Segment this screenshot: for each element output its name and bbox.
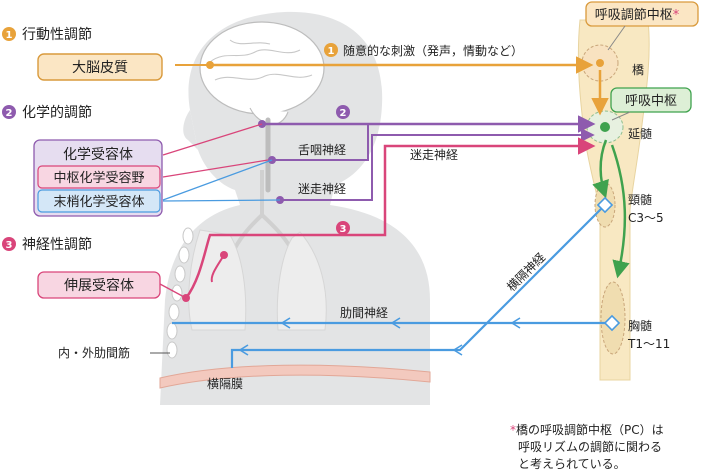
svg-text:1: 1 — [328, 46, 335, 57]
footnote-line-1: 橋の呼吸調節中枢（PC）は — [516, 422, 664, 437]
pneumotaxic-center-label: 呼吸調節中枢 — [595, 8, 673, 23]
medulla-label: 延髄 — [628, 126, 652, 141]
section-title: 行動性調節 — [22, 26, 92, 43]
svg-text:呼吸調節中枢*: 呼吸調節中枢* — [595, 8, 680, 23]
chemoreceptor-group: 化学受容体 中枢化学受容野 末梢化学受容体 — [33, 139, 163, 217]
svg-text:2: 2 — [340, 108, 347, 119]
phrenic-nerve-label: 横隔神経 — [504, 250, 548, 294]
section-neural: 3 神経性調節 — [2, 236, 92, 253]
vagus-nerve-upper-label: 迷走神経 — [410, 148, 458, 162]
neural-number-badge: 3 — [336, 221, 350, 235]
footnote-mark: * — [510, 423, 516, 437]
glossopharyngeal-nerve-label: 舌咽神経 — [298, 143, 346, 157]
svg-text:呼吸中枢: 呼吸中枢 — [625, 94, 677, 109]
stretch-receptor-box: 伸展受容体 — [37, 271, 161, 299]
chemoreceptor-label: 化学受容体 — [63, 146, 133, 163]
section-title: 神経性調節 — [22, 236, 92, 253]
cervical-segment-label: C3〜5 — [628, 211, 664, 225]
footnote: *橋の呼吸調節中枢（PC）は 呼吸リズムの調節に関わる と考えられている。 — [510, 422, 664, 471]
section-chemical: 2 化学的調節 — [2, 104, 92, 121]
diaphragm-label: 横隔膜 — [207, 377, 243, 391]
svg-text:*橋の呼吸調節中枢（PC）は: *橋の呼吸調節中枢（PC）は — [510, 422, 664, 437]
section-number: 1 — [6, 30, 13, 41]
cerebral-cortex-box: 大脳皮質 — [37, 53, 163, 81]
svg-text:3: 3 — [340, 224, 347, 235]
behavioral-pathway — [175, 56, 609, 116]
intercostal-muscles-label: 内・外肋間筋 — [58, 345, 130, 360]
chemical-number-badge: 2 — [336, 105, 350, 119]
section-behavioral: 1 行動性調節 — [2, 26, 92, 43]
section-title: 化学的調節 — [22, 104, 92, 121]
central-chemoreceptor-label: 中枢化学受容野 — [53, 170, 144, 186]
thoracic-cord-label: 胸髄 — [628, 318, 652, 333]
respiratory-center-box: 呼吸中枢 — [610, 87, 692, 121]
pons-label: 橋 — [632, 63, 644, 77]
svg-text:大脳皮質: 大脳皮質 — [72, 60, 128, 76]
asterisk-mark: * — [673, 8, 680, 23]
vagus-nerve-lower-label: 迷走神経 — [298, 182, 346, 196]
svg-text:伸展受容体: 伸展受容体 — [64, 277, 134, 294]
section-number: 2 — [6, 108, 13, 119]
voluntary-label: 1 随意的な刺激（発声，情動など） — [324, 43, 523, 58]
svg-text:随意的な刺激（発声，情動など）: 随意的な刺激（発声，情動など） — [343, 43, 523, 58]
cervical-cord-label: 頸髄 — [628, 192, 652, 207]
footnote-line-3: と考えられている。 — [518, 457, 626, 471]
neural-pathway — [182, 137, 596, 302]
intercostal-nerve-label: 肋間神経 — [340, 305, 388, 320]
brain-illustration — [199, 21, 325, 193]
center-pathway — [592, 139, 630, 279]
motor-pathway — [172, 196, 621, 368]
footnote-line-2: 呼吸リズムの調節に関わる — [518, 439, 662, 454]
pneumotaxic-center-box: 呼吸調節中枢* — [585, 1, 699, 51]
diaphragm-shape — [159, 364, 431, 389]
thoracic-segment-label: T1〜11 — [627, 337, 670, 351]
section-number: 3 — [6, 240, 13, 251]
peripheral-chemoreceptor-label: 末梢化学受容体 — [53, 194, 144, 210]
label-connectors — [150, 123, 281, 354]
